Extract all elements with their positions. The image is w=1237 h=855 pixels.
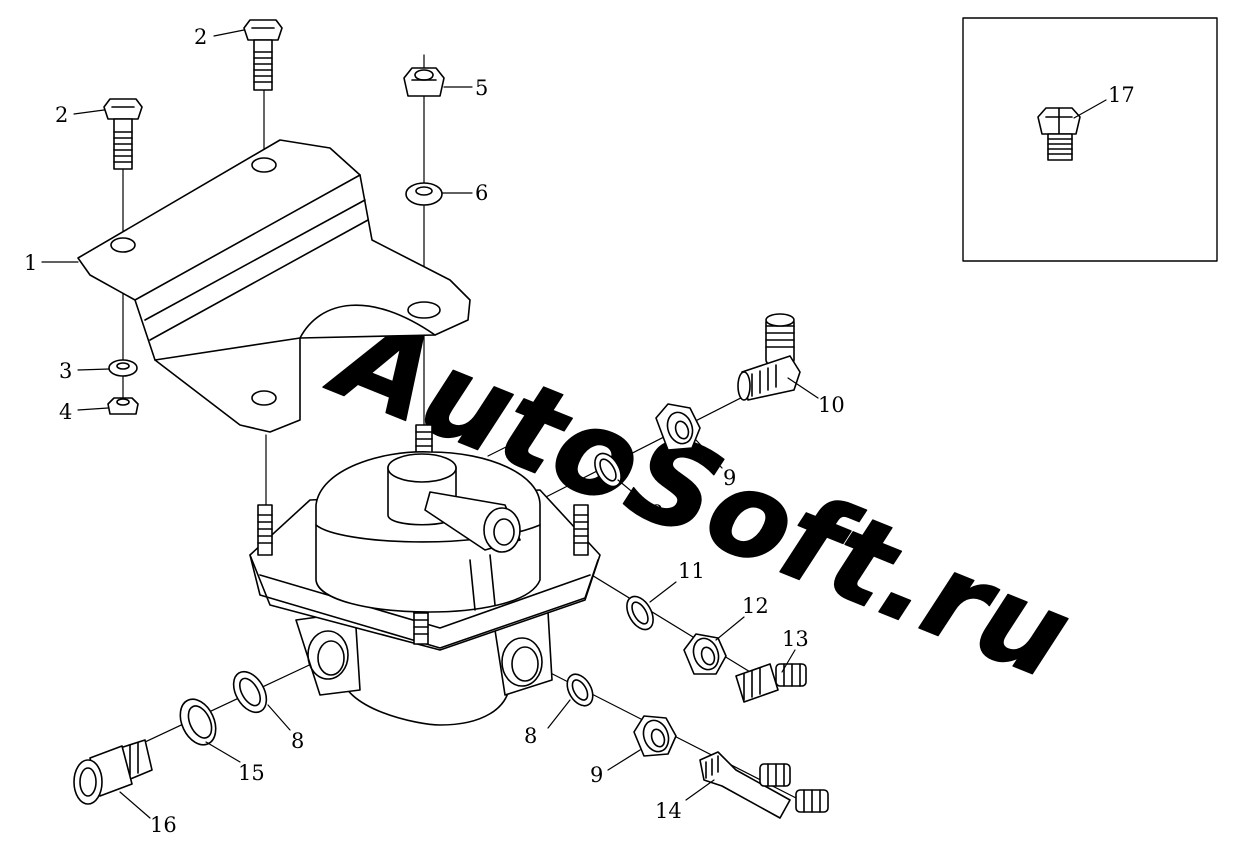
callout-4: 4 <box>59 400 72 424</box>
elbow-fitting-14 <box>699 751 829 819</box>
washer-6 <box>405 182 443 206</box>
callout-16: 16 <box>150 813 177 837</box>
callout-13: 13 <box>782 627 809 651</box>
inset-frame <box>962 17 1218 262</box>
valve-body-7 <box>249 424 601 726</box>
callout-3: 3 <box>59 359 72 383</box>
ring-11 <box>626 595 654 631</box>
ring-8-lower <box>566 673 594 707</box>
callout-8-right: 8 <box>650 501 663 525</box>
callout-9-lower: 9 <box>590 763 603 787</box>
callout-11: 11 <box>678 559 705 583</box>
callout-1: 1 <box>24 251 37 275</box>
callout-12: 12 <box>742 594 769 618</box>
fitting-16 <box>73 739 153 805</box>
callout-5: 5 <box>475 76 488 100</box>
ring-8-right <box>594 452 622 488</box>
nut-9-upper <box>655 403 701 451</box>
callout-labels: 1 2 2 3 4 5 6 7 8 8 8 9 9 10 11 12 13 14… <box>24 25 1135 837</box>
callout-7: 7 <box>514 431 527 455</box>
nut-12 <box>683 633 727 675</box>
callout-10: 10 <box>818 393 845 417</box>
seal-15 <box>179 698 217 746</box>
callout-9-upper: 9 <box>723 466 736 490</box>
callout-14: 14 <box>655 799 682 823</box>
elbow-fitting-10 <box>737 313 801 401</box>
nut-5 <box>403 67 445 97</box>
leader-lines <box>41 29 1107 819</box>
washer-3 <box>108 359 138 377</box>
callout-15: 15 <box>238 761 265 785</box>
callout-17: 17 <box>1108 83 1135 107</box>
bolt-2-lower <box>103 98 143 170</box>
callout-2-lower: 2 <box>55 103 68 127</box>
callout-8-left: 8 <box>291 729 304 753</box>
bolt-17 <box>1037 107 1081 161</box>
callout-6: 6 <box>475 181 488 205</box>
nut-9-lower <box>633 715 677 757</box>
callout-8-lower: 8 <box>524 724 537 748</box>
bracket-1 <box>77 139 471 433</box>
bolt-2-upper <box>243 19 283 91</box>
ring-8-left <box>232 670 268 714</box>
callout-2-upper: 2 <box>194 25 207 49</box>
nut-4 <box>107 397 139 415</box>
